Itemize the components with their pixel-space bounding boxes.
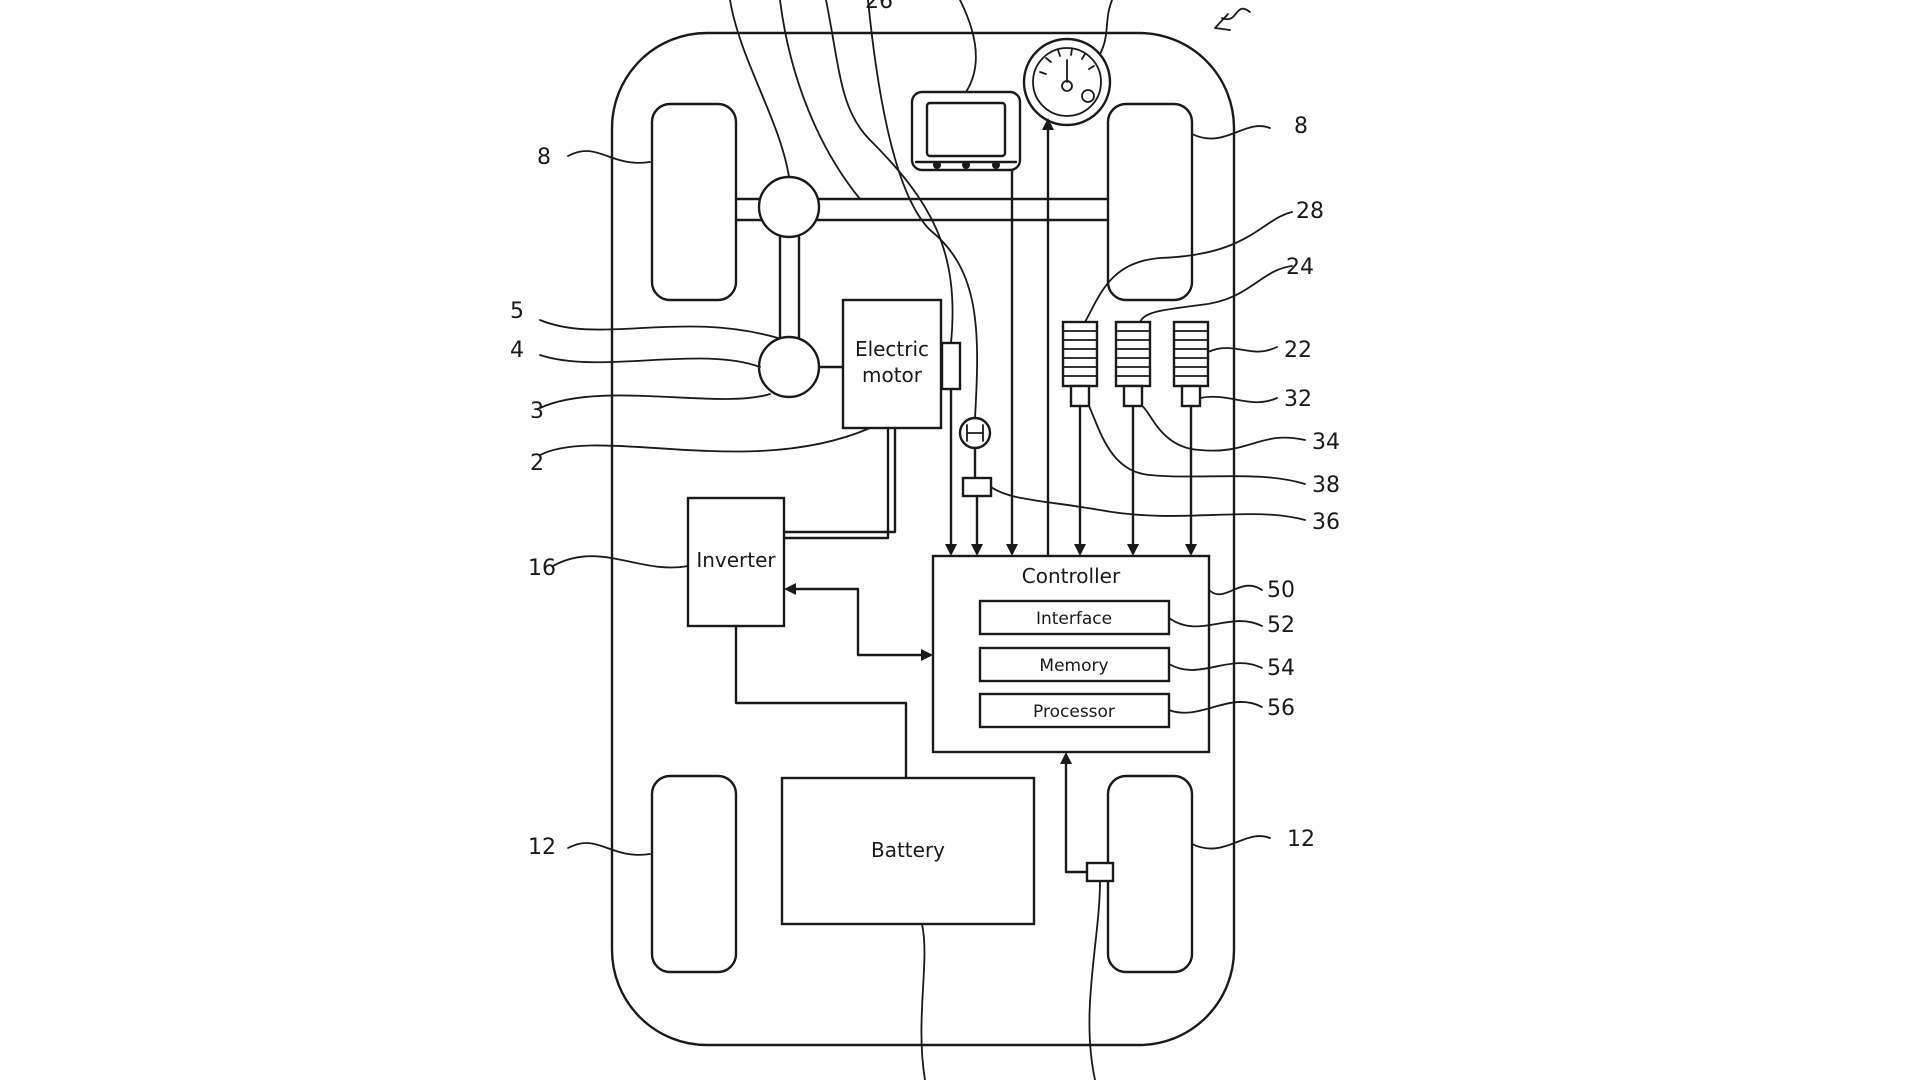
- differential-gear: [757, 175, 821, 239]
- controller-label: Controller: [1022, 564, 1121, 588]
- inverter-label: Inverter: [696, 548, 776, 572]
- battery-label: Battery: [871, 838, 945, 862]
- shift-lever-icon: [958, 416, 993, 498]
- ref-56: 56: [1267, 696, 1295, 721]
- pedal-sensor-28: [1061, 320, 1099, 408]
- front-wheel-left: [650, 102, 738, 302]
- ref-36: 36: [1312, 510, 1340, 535]
- ref-54: 54: [1267, 656, 1295, 681]
- display-screen: [910, 90, 1022, 172]
- pedal-sensor-24: [1114, 320, 1152, 408]
- gauge-icon: [1022, 37, 1112, 127]
- battery-sensor-link: [1060, 752, 1115, 883]
- interface-box: [978, 599, 1171, 636]
- rear-wheel-left: [650, 774, 738, 974]
- memory-label: Memory: [1039, 656, 1108, 676]
- motor-speed-sensor: [940, 341, 962, 391]
- ref-12-left: 12: [528, 835, 556, 860]
- leader-lines: [539, 0, 1306, 1080]
- front-wheel-right: [1106, 102, 1194, 302]
- signal-lines: [945, 118, 1197, 558]
- ref-28: 28: [1296, 199, 1324, 224]
- ref-22: 22: [1284, 338, 1312, 363]
- ref-26-top: 26: [865, 0, 893, 14]
- processor-label: Processor: [1033, 702, 1115, 722]
- ref-34: 34: [1312, 430, 1340, 455]
- ref-50: 50: [1267, 578, 1295, 603]
- ref-5: 5: [510, 299, 524, 324]
- battery-box: [780, 776, 1036, 926]
- ref-24: 24: [1286, 255, 1314, 280]
- electric-motor-label-line1: Electric: [855, 337, 929, 361]
- inverter-battery-wiring: [734, 624, 908, 780]
- vehicle-body: [610, 31, 1236, 1047]
- ref-3: 3: [530, 399, 544, 424]
- memory-box: [978, 646, 1171, 683]
- ref-12-right: 12: [1287, 827, 1315, 852]
- pedal-sensor-22: [1172, 320, 1210, 408]
- ref-52: 52: [1267, 613, 1295, 638]
- ref-4: 4: [510, 338, 524, 363]
- ref-8-right: 8: [1294, 114, 1308, 139]
- ref-38: 38: [1312, 473, 1340, 498]
- inverter-controller-link: [784, 583, 933, 661]
- ref-8-left: 8: [537, 145, 551, 170]
- ref-32: 32: [1284, 387, 1312, 412]
- electric-motor-label-line2: motor: [862, 363, 923, 387]
- motor-inverter-wiring: [782, 426, 897, 540]
- rear-wheel-right: [1106, 774, 1194, 974]
- ref-2: 2: [530, 451, 544, 476]
- interface-label: Interface: [1036, 609, 1112, 629]
- gear-shaft: [778, 235, 801, 339]
- reduction-gear: [757, 335, 821, 399]
- ref-16: 16: [528, 556, 556, 581]
